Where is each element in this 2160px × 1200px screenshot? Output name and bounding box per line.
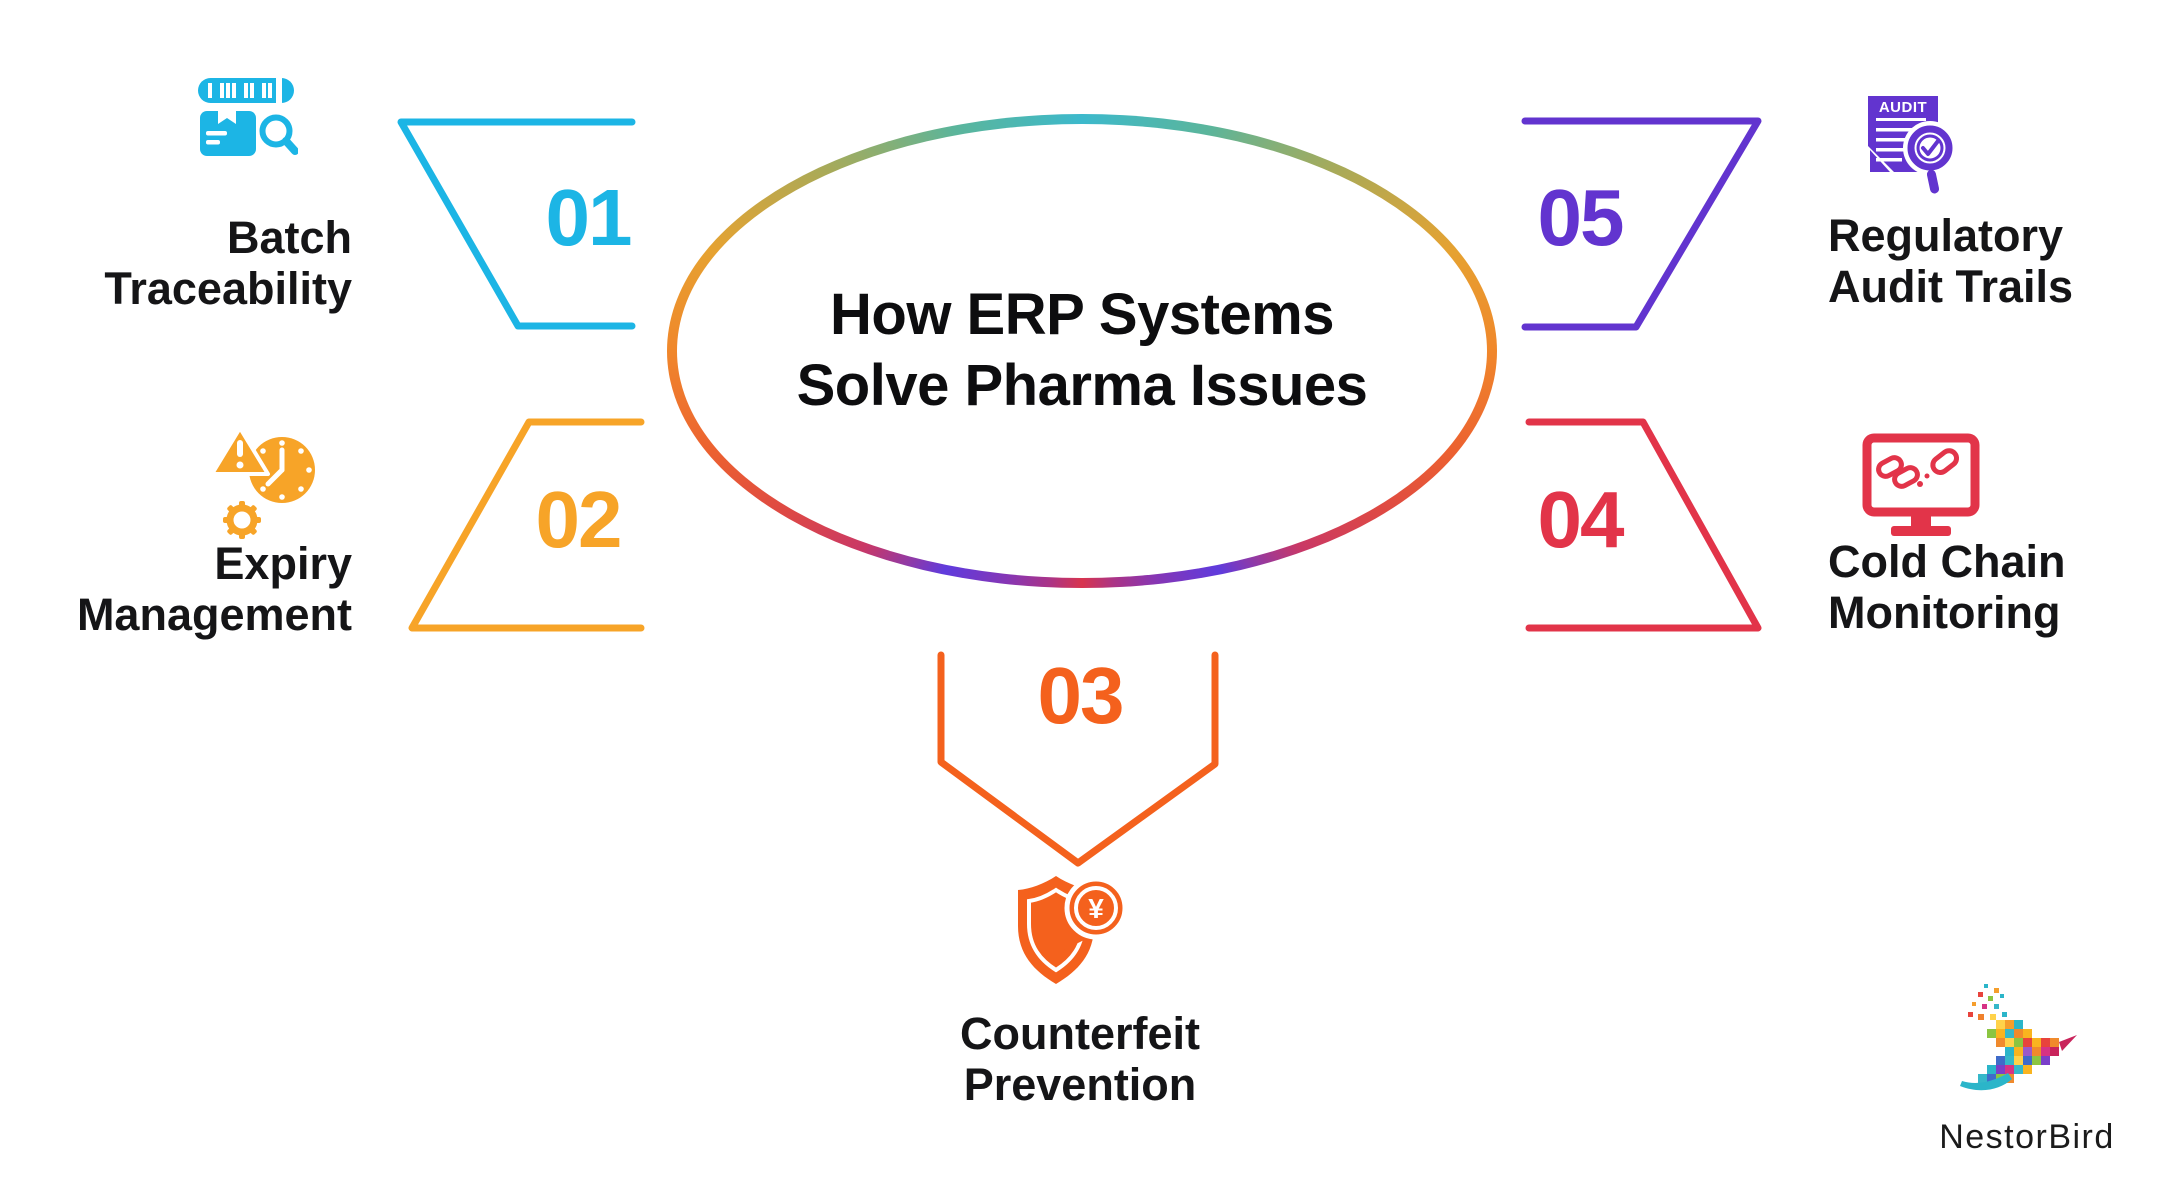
expiry-management-icon: [210, 426, 315, 541]
broken-chain-glyph: [1876, 448, 1960, 489]
gear-glyph: [223, 501, 261, 539]
audit-magnifier-glyph: [1903, 121, 1957, 194]
item-01-shape: [397, 118, 636, 330]
monitor-glyph: [1862, 433, 1980, 517]
item-04-number: 04: [1537, 475, 1625, 564]
item-03-number: 03: [1037, 651, 1125, 740]
item-01-label: Batch Traceability: [104, 212, 352, 315]
bird-beak: [2059, 1035, 2077, 1051]
item-04-label: Cold Chain Monitoring: [1828, 536, 2066, 639]
item-02-number: 02: [535, 475, 623, 564]
page-title-line-1: How ERP Systems: [830, 282, 1334, 348]
page-title-line-2: Solve Pharma Issues: [796, 353, 1368, 418]
item-02-shape: [408, 418, 645, 632]
cold-chain-monitoring-icon: [1862, 433, 1980, 536]
item-05-shape: [1521, 117, 1762, 331]
page-title: How ERP Systems Solve Pharma Issues: [797, 280, 1368, 422]
item-01-number: 01: [545, 173, 633, 262]
batch-traceability-icon: [198, 78, 298, 156]
item-05-number: 05: [1537, 173, 1625, 262]
bird-mosaic: [1960, 984, 2077, 1091]
item-02-label: Expiry Management: [76, 538, 352, 641]
yen-symbol: ¥: [1088, 893, 1104, 924]
gradient-ring: How ERP Systems Solve Pharma Issues: [667, 114, 1497, 588]
nestorbird-logo: [1960, 984, 2077, 1091]
counterfeit-prevention-icon: ¥: [1018, 876, 1128, 984]
magnifier-glyph: [259, 114, 298, 155]
item-04-shape: [1525, 418, 1762, 632]
item-03-label: Counterfeit Prevention: [960, 1008, 1200, 1111]
audit-label: AUDIT: [1879, 99, 1927, 116]
item-03-shape: [937, 651, 1219, 867]
item-05-label: Regulatory Audit Trails: [1828, 210, 2074, 313]
bird-tail: [1960, 1073, 2012, 1091]
brand-name: NestorBird: [1939, 1118, 2115, 1156]
regulatory-audit-trails-icon: AUDIT: [1868, 96, 1957, 194]
